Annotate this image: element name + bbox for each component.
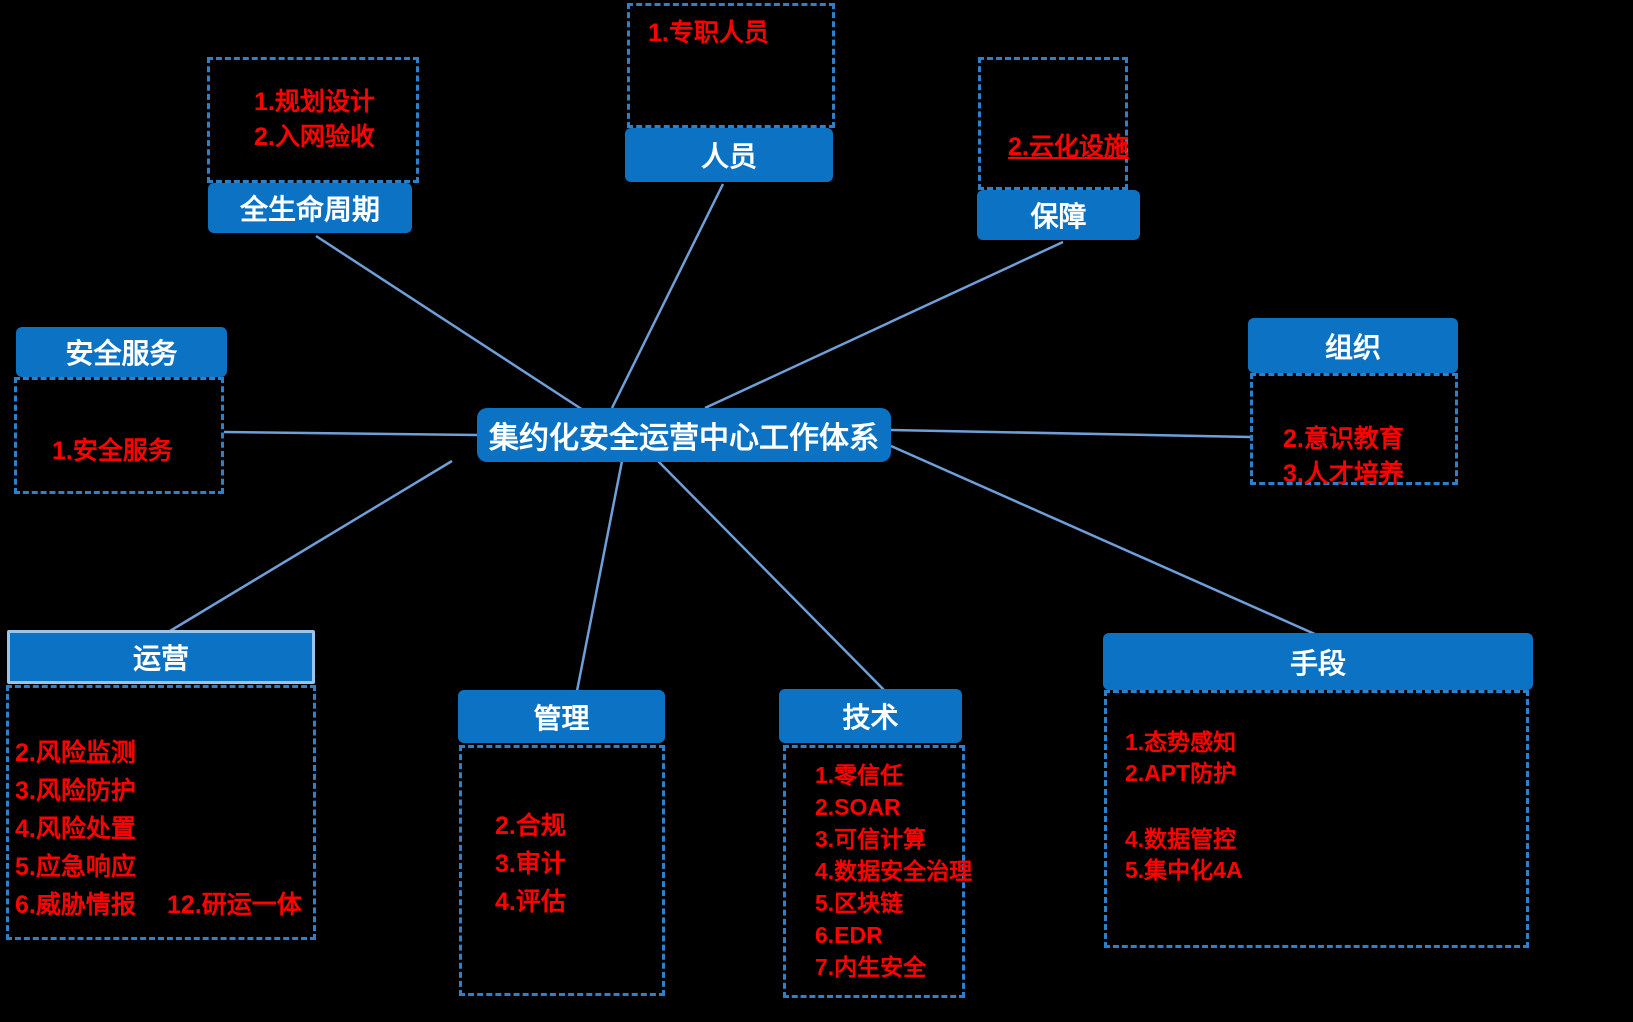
list-item: 2.合规 <box>495 812 566 840</box>
line-to-personnel <box>610 183 725 409</box>
organization-panel: 2.意识教育 3.人才培养 <box>1250 373 1458 488</box>
list-item: 2.云化设施 <box>1008 133 1129 161</box>
personnel-header: 人员 <box>625 128 833 182</box>
list-item: 3.可信计算 <box>815 826 927 852</box>
list-gap <box>1125 789 1526 824</box>
support-items: 2.云化设施 <box>1008 130 1129 165</box>
list-item: 12.研运一体 <box>167 891 302 919</box>
security-service-items: 1.安全服务 <box>52 434 221 469</box>
list-item: 2.意识教育 <box>1283 425 1404 453</box>
list-item: 2.APT防护 <box>1125 760 1237 786</box>
list-item: 4.数据管控 <box>1125 826 1237 852</box>
security-service-header: 安全服务 <box>16 327 227 377</box>
list-item: 1.专职人员 <box>648 19 769 47</box>
list-item: 4.数据安全治理 <box>815 858 973 884</box>
personnel-items: 1.专职人员 <box>648 16 832 51</box>
list-item: 2.风险监测 <box>15 739 136 767</box>
line-to-management <box>575 460 624 692</box>
list-item: 2.入网验收 <box>254 123 375 151</box>
list-item: 1.零信任 <box>815 762 904 788</box>
management-panel: 2.合规 3.审计 4.评估 <box>459 745 665 996</box>
means-header: 手段 <box>1103 633 1533 690</box>
list-item: 4.风险处置 <box>15 815 136 843</box>
operations-items: 2.风险监测 3.风险防护 4.风险处置 5.应急响应 6.威胁情报 12.研运… <box>15 734 313 924</box>
lifecycle-items: 1.规划设计 2.入网验收 <box>254 85 416 155</box>
list-item: 4.评估 <box>495 888 566 916</box>
lifecycle-panel: 1.规划设计 2.入网验收 <box>207 57 419 183</box>
line-to-operations <box>169 459 453 633</box>
line-to-technology <box>657 460 885 691</box>
list-item: 5.集中化4A <box>1125 857 1243 883</box>
list-item: 3.人才培养 <box>1283 460 1404 488</box>
list-item: 3.风险防护 <box>15 777 136 805</box>
list-item: 3.审计 <box>495 850 566 878</box>
organization-header: 组织 <box>1248 318 1458 373</box>
means-items: 1.态势感知 2.APT防护 4.数据管控 5.集中化4A <box>1125 727 1526 886</box>
personnel-panel: 1.专职人员 <box>627 3 835 128</box>
operations-header: 运营 <box>7 630 315 684</box>
organization-items: 2.意识教育 3.人才培养 <box>1283 422 1455 492</box>
list-item: 1.态势感知 <box>1125 729 1237 755</box>
line-to-organization <box>890 428 1251 439</box>
list-item: 6.威胁情报 <box>15 891 136 919</box>
list-item: 7.内生安全 <box>815 954 927 980</box>
list-item: 5.应急响应 <box>15 853 136 881</box>
line-to-security <box>223 430 478 437</box>
technology-items: 1.零信任 2.SOAR 3.可信计算 4.数据安全治理 5.区块链 6.EDR… <box>815 759 973 983</box>
technology-header: 技术 <box>779 689 962 743</box>
list-item-row: 6.威胁情报 12.研运一体 <box>15 886 313 924</box>
list-item: 1.规划设计 <box>254 88 375 116</box>
list-item: 6.EDR <box>815 922 883 948</box>
management-items: 2.合规 3.审计 4.评估 <box>495 807 662 921</box>
central-node: 集约化安全运营中心工作体系 <box>477 408 891 462</box>
list-item: 2.SOAR <box>815 794 901 820</box>
line-to-support <box>704 240 1064 410</box>
support-header: 保障 <box>977 190 1140 240</box>
lifecycle-header: 全生命周期 <box>208 183 412 233</box>
operations-panel: 2.风险监测 3.风险防护 4.风险处置 5.应急响应 6.威胁情报 12.研运… <box>6 685 316 940</box>
support-panel: 2.云化设施 <box>978 57 1129 190</box>
technology-panel: 1.零信任 2.SOAR 3.可信计算 4.数据安全治理 5.区块链 6.EDR… <box>783 745 973 998</box>
list-item: 1.安全服务 <box>52 437 173 465</box>
list-item: 5.区块链 <box>815 890 904 916</box>
line-to-means <box>890 444 1318 637</box>
line-to-lifecycle <box>315 234 584 412</box>
management-header: 管理 <box>458 690 665 743</box>
means-panel: 1.态势感知 2.APT防护 4.数据管控 5.集中化4A <box>1104 690 1529 948</box>
security-service-panel: 1.安全服务 <box>14 377 224 494</box>
